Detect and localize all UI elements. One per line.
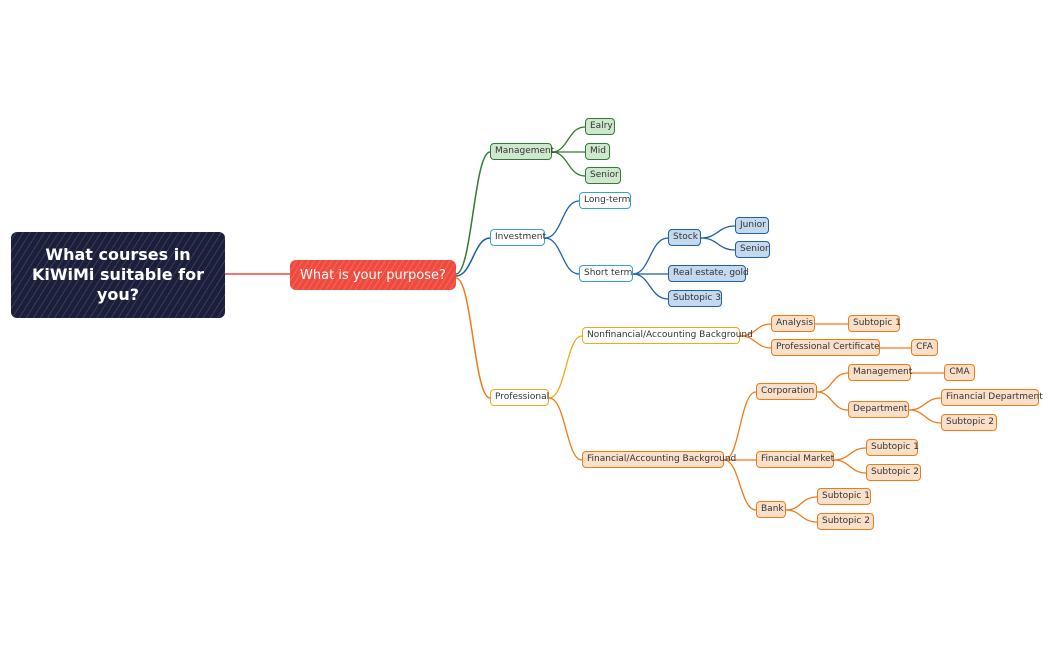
link-stock-senior <box>700 237 736 251</box>
link-shortterm-subtopic3 <box>632 273 669 300</box>
node-department[interactable]: Department <box>848 401 909 418</box>
node-market-subtopic-1[interactable]: Subtopic 1 <box>866 439 919 456</box>
node-bank-subtopic-2[interactable]: Subtopic 2 <box>817 513 874 530</box>
link-corporation-department <box>816 391 849 411</box>
node-long-term[interactable]: Long-term <box>579 192 631 209</box>
node-junior[interactable]: Junior <box>735 217 769 234</box>
node-corporation-management[interactable]: Management <box>848 364 912 381</box>
link-stock-junior <box>700 225 736 239</box>
link-main-management <box>455 151 491 275</box>
node-bank[interactable]: Bank <box>756 501 786 518</box>
link-management-early <box>551 126 586 153</box>
node-early[interactable]: Ealry <box>585 118 615 135</box>
node-department-subtopic-2[interactable]: Subtopic 2 <box>941 414 997 431</box>
node-short-term[interactable]: Short term <box>579 265 633 282</box>
link-main-professional <box>455 277 491 399</box>
link-main-investment <box>455 237 491 277</box>
node-senior-management[interactable]: Senior <box>585 167 621 184</box>
node-investment[interactable]: Investment <box>490 229 546 246</box>
link-investment-shortterm <box>544 237 580 275</box>
node-mid[interactable]: Mid <box>585 143 610 160</box>
link-financial-bank <box>723 459 757 511</box>
node-bank-subtopic-1[interactable]: Subtopic 1 <box>817 488 871 505</box>
node-analysis[interactable]: Analysis <box>771 315 815 332</box>
node-cma[interactable]: CMA <box>944 364 975 381</box>
node-cfa[interactable]: CFA <box>911 339 938 356</box>
main-topic[interactable]: What is your purpose? <box>290 260 456 290</box>
link-professional-nonfinancial <box>548 335 583 399</box>
node-real-estate-gold[interactable]: Real estate, gold <box>668 265 749 282</box>
link-financial-corporation <box>723 391 757 461</box>
node-financial-background[interactable]: Financial/Accounting Background <box>582 451 736 468</box>
node-market-subtopic-2[interactable]: Subtopic 2 <box>866 464 921 481</box>
link-department-financialdept <box>908 397 942 411</box>
link-market-subtopic1 <box>833 447 867 461</box>
node-stock[interactable]: Stock <box>668 229 701 246</box>
link-market-subtopic2 <box>833 459 867 474</box>
node-senior-stock[interactable]: Senior <box>735 241 770 258</box>
link-department-subtopic2 <box>908 409 942 424</box>
link-corporation-management <box>816 372 849 393</box>
node-subtopic-3[interactable]: Subtopic 3 <box>668 290 722 307</box>
node-analysis-subtopic-1[interactable]: Subtopic 1 <box>848 315 901 332</box>
node-financial-market[interactable]: Financial Market <box>756 451 834 468</box>
link-bank-subtopic2 <box>785 509 818 523</box>
node-management[interactable]: Management <box>490 143 554 160</box>
link-management-senior <box>551 151 586 177</box>
root-topic[interactable]: What courses in KiWiMi suitable for you? <box>11 232 225 318</box>
link-professional-financial <box>548 397 583 461</box>
node-corporation[interactable]: Corporation <box>756 383 817 400</box>
link-bank-subtopic1 <box>785 496 818 511</box>
link-nonfinancial-certificate <box>739 335 772 349</box>
node-nonfinancial-background[interactable]: Nonfinancial/Accounting Background <box>582 327 753 344</box>
node-professional[interactable]: Professional <box>490 389 549 406</box>
link-shortterm-stock <box>632 237 669 275</box>
link-investment-longterm <box>544 200 580 239</box>
node-financial-department[interactable]: Financial Department <box>941 389 1043 406</box>
node-professional-certificate[interactable]: Professional Certificate <box>771 339 880 356</box>
